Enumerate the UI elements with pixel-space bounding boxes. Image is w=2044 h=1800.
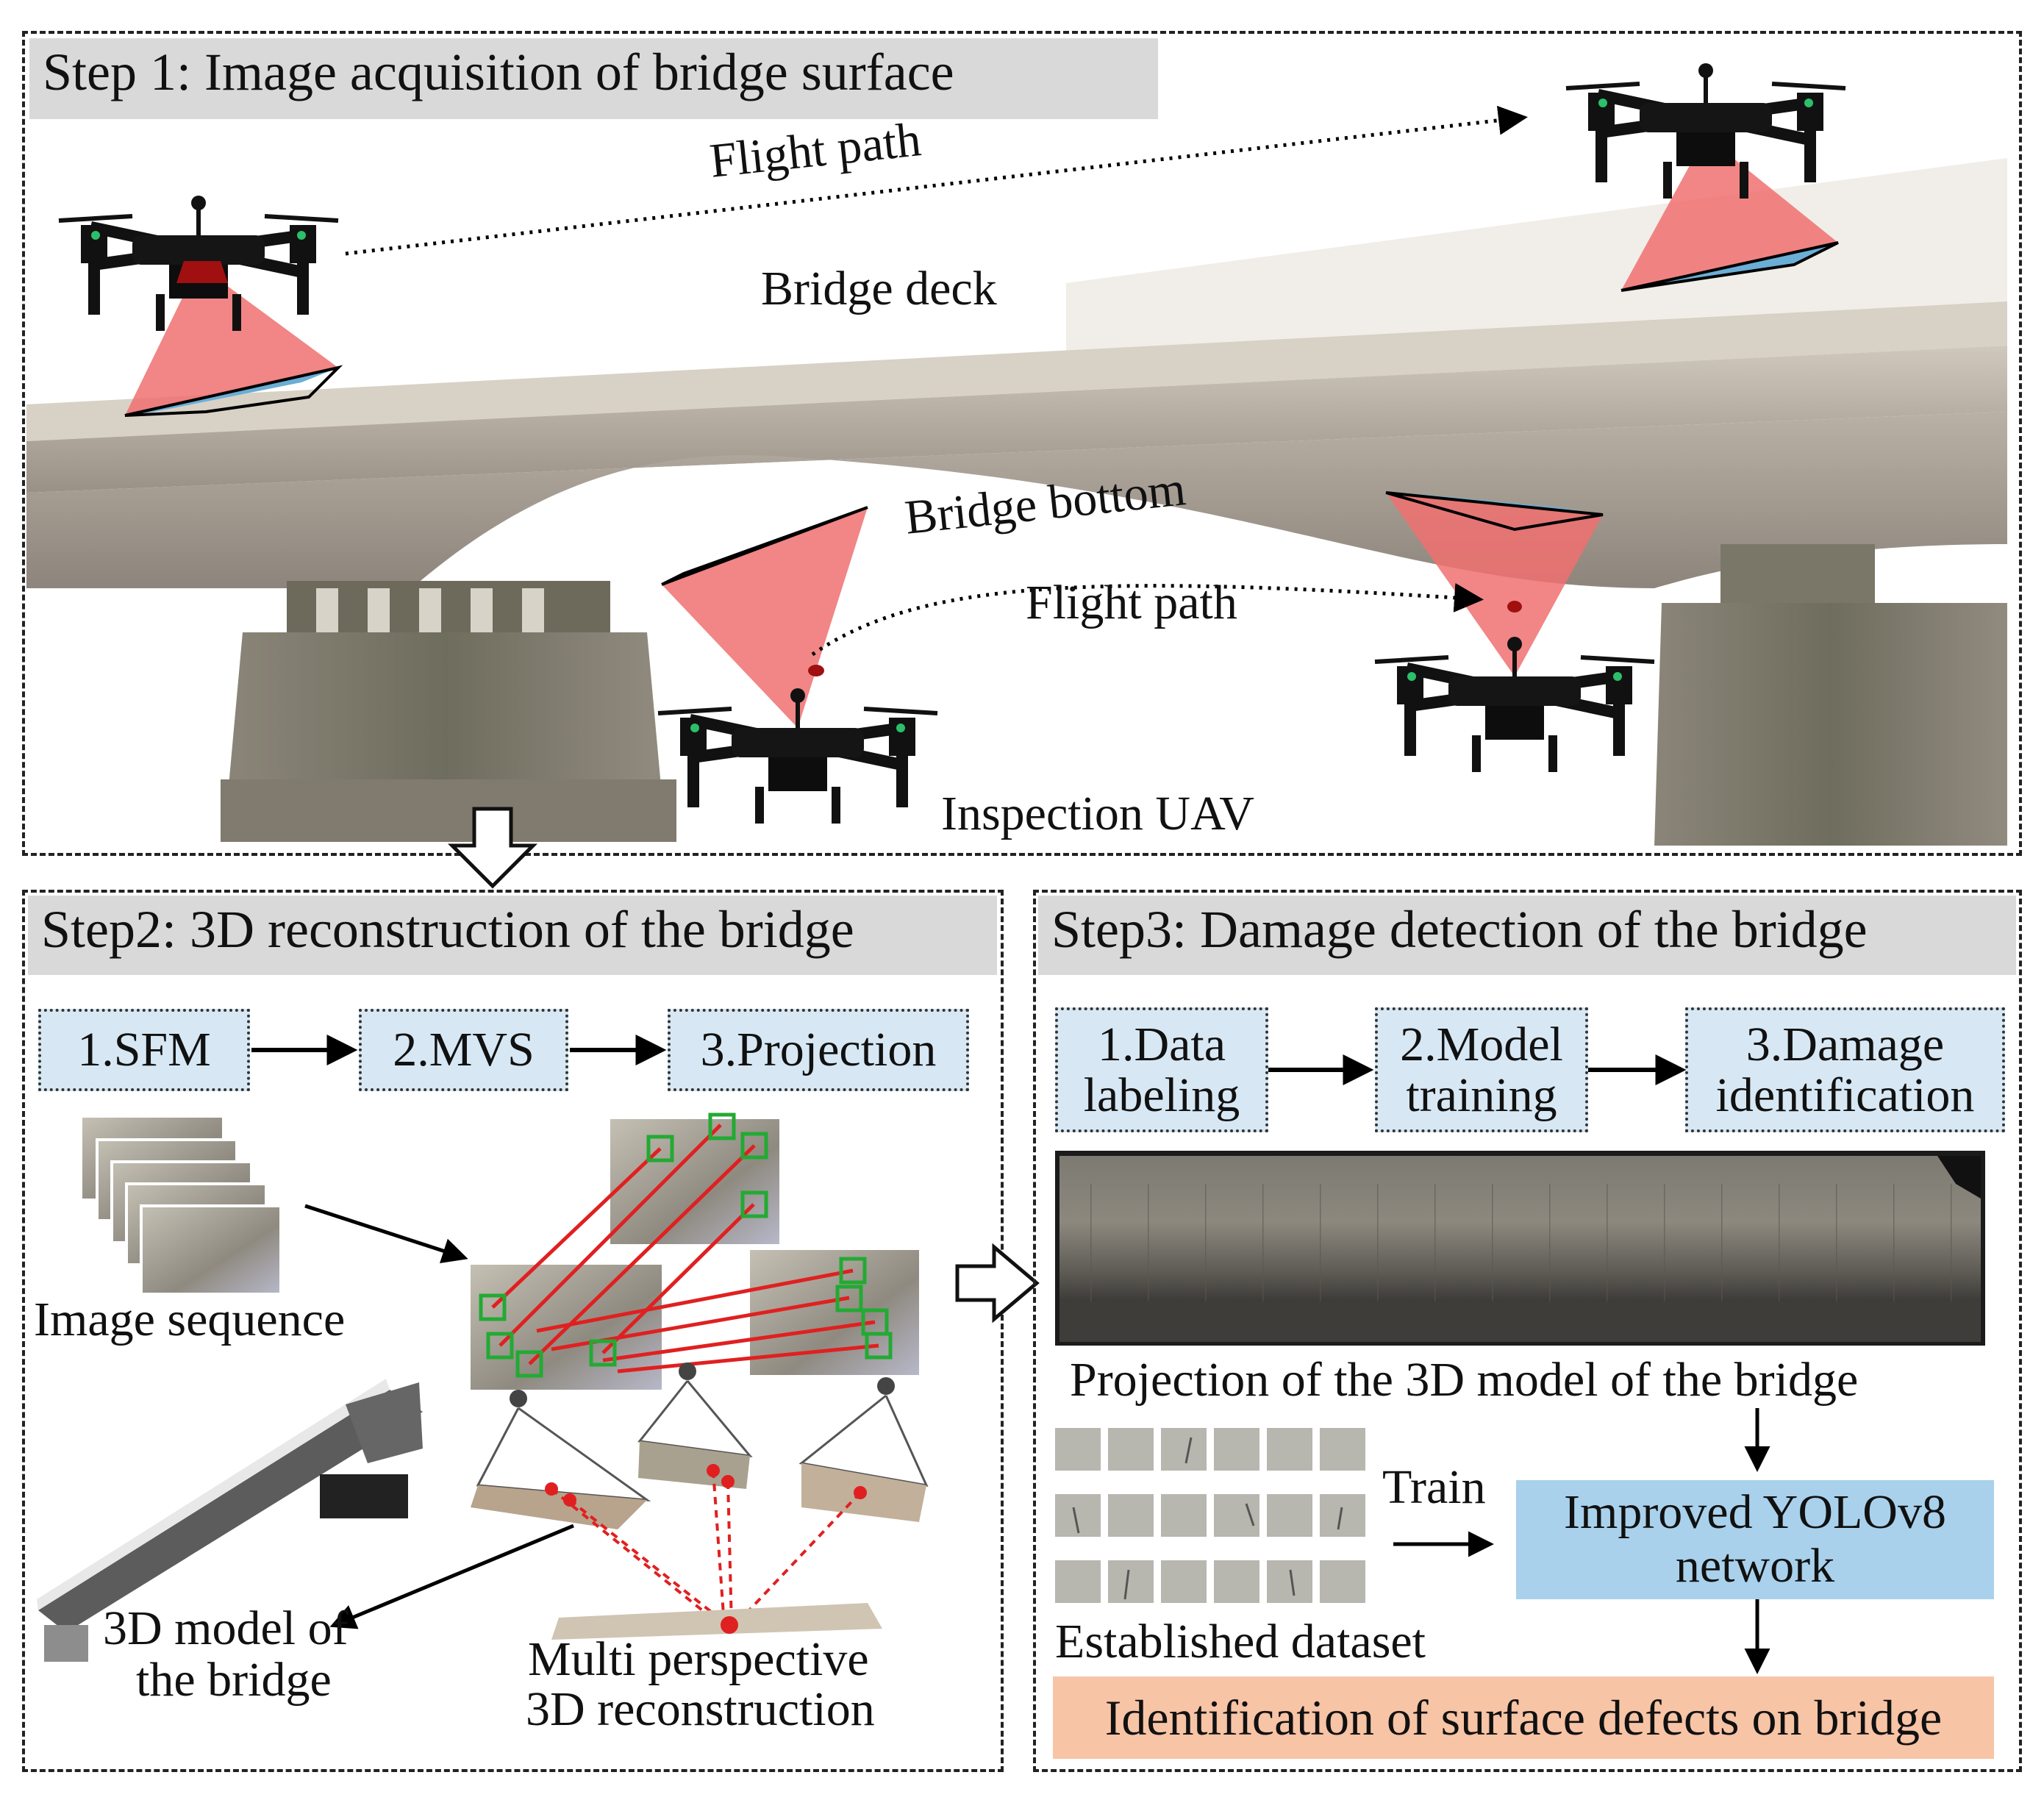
- step1-title: Step 1: Image acquisition of bridge surf…: [29, 38, 1158, 119]
- right-pier: [1654, 544, 2007, 846]
- step2-box-mvs: 2.MVS: [359, 1009, 568, 1091]
- uav-bottom-right: [1375, 491, 1654, 772]
- yolo-line1: Improved YOLOv8: [1564, 1485, 1946, 1540]
- step2-box-projection: 3.Projection: [668, 1009, 969, 1091]
- multi-perspective-line2: 3D reconstruction: [526, 1682, 875, 1736]
- uav-top-left: [59, 196, 343, 417]
- point-cloud: [551, 1603, 882, 1640]
- dataset-thumbnails: [1052, 1425, 1368, 1606]
- step2-panel: [22, 890, 1004, 1772]
- bridge-deck-slab: [26, 301, 2007, 441]
- step1-panel: [22, 31, 2022, 856]
- bridge-3d-model: [37, 1379, 423, 1662]
- multi-perspective-line1: Multi perspective: [528, 1632, 869, 1686]
- result-defects-box: Identification of surface defects on bri…: [1053, 1676, 1994, 1759]
- data-labeling-line2: labeling: [1083, 1068, 1240, 1122]
- projection-image: [1055, 1151, 1985, 1346]
- bridge-deck-label: Bridge deck: [761, 262, 997, 315]
- model-training-line2: training: [1406, 1068, 1557, 1122]
- uav-top-right: [1566, 63, 1845, 292]
- flight-path-bottom-arrow: [811, 582, 1484, 657]
- projection-caption: Projection of the 3D model of the bridge: [1070, 1353, 1859, 1407]
- uav-inspection-center: [658, 506, 937, 824]
- match-image-top: [610, 1119, 779, 1244]
- flight-path-top-arrow: [345, 105, 1528, 256]
- image-sequence-stack: [82, 1118, 282, 1296]
- damage-identification-line2: identification: [1715, 1068, 1975, 1122]
- step2-box-sfm: 1.SFM: [38, 1009, 250, 1091]
- improved-yolov8-box: Improved YOLOv8 network: [1516, 1480, 1994, 1599]
- step2-title: Step2: 3D reconstruction of the bridge: [28, 896, 997, 975]
- train-label: Train: [1382, 1460, 1486, 1514]
- model-training-line1: 2.Model: [1400, 1017, 1563, 1071]
- data-labeling-line1: 1.Data: [1097, 1017, 1226, 1071]
- projection-label: 3.Projection: [700, 1023, 937, 1077]
- sfm-label: 1.SFM: [77, 1023, 211, 1077]
- uav-illustration: [0, 0, 2044, 860]
- step2-illustration: [37, 1035, 929, 1662]
- result-label: Identification of surface defects on bri…: [1104, 1690, 1943, 1746]
- damage-identification-line1: 3.Damage: [1745, 1017, 1945, 1071]
- step3-panel: [1033, 890, 2022, 1772]
- model-label-line1: 3D model of: [103, 1601, 349, 1655]
- camera-frustums: [471, 1362, 929, 1529]
- model-label-line2: the bridge: [136, 1653, 332, 1707]
- image-sequence-label: Image sequence: [34, 1293, 346, 1346]
- inspection-uav-label: Inspection UAV: [941, 787, 1254, 840]
- step3-title: Step3: Damage detection of the bridge: [1038, 896, 2016, 975]
- left-pier: [221, 581, 676, 842]
- step3-illustration: [1052, 1054, 1985, 1674]
- mvs-label: 2.MVS: [393, 1023, 535, 1077]
- flight-path-bottom-label: Flight path: [1026, 576, 1237, 629]
- established-dataset-label: Established dataset: [1055, 1615, 1426, 1668]
- yolo-line2: network: [1675, 1539, 1835, 1593]
- hollow-right-arrow: [955, 1243, 1040, 1324]
- hollow-down-arrow: [447, 807, 538, 889]
